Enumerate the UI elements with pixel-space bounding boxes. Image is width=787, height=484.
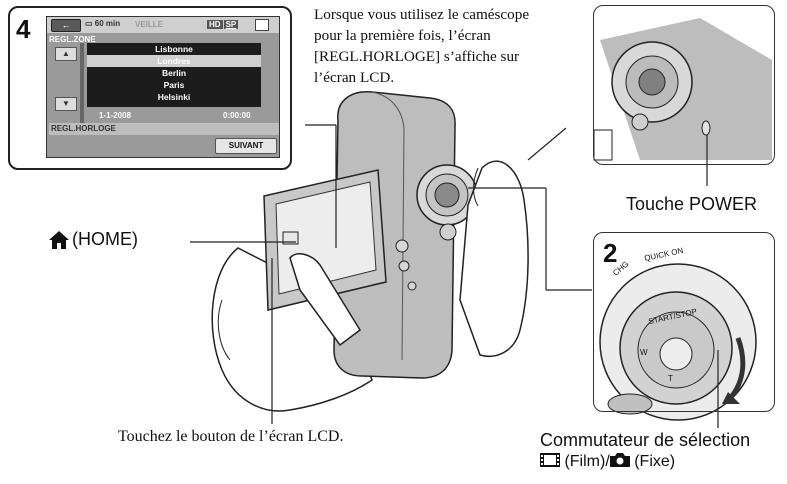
battery-minutes: 60 min	[94, 19, 121, 28]
city-item[interactable]: Paris	[163, 80, 185, 90]
city-item[interactable]: Berlin	[161, 68, 187, 78]
home-label: (HOME)	[72, 229, 138, 249]
hd-badge: HD	[207, 20, 223, 29]
power-button-label: Touche POWER	[626, 194, 758, 214]
mode-text: VEILLE	[135, 20, 164, 29]
battery-indicator: ▭ 60 min	[85, 19, 121, 28]
city-item-selected[interactable]: Londres	[87, 55, 261, 67]
back-icon[interactable]: ←	[51, 19, 81, 32]
zoom-t-label: T	[668, 374, 673, 383]
zone-label: REGL.ZONE	[49, 35, 96, 44]
city-item[interactable]: Lisbonne	[155, 44, 193, 54]
sp-badge: SP	[223, 20, 239, 29]
city-item[interactable]: Helsinki	[157, 92, 191, 102]
intro-text: Lorsque vous utilisez le caméscope pour …	[314, 6, 530, 86]
zoom-w-label: W	[640, 348, 648, 357]
scroll-down-button[interactable]: ▼	[55, 97, 77, 111]
scroll-up-button[interactable]: ▲	[55, 47, 77, 61]
scrollbar[interactable]	[80, 43, 84, 123]
film-icon	[540, 453, 560, 467]
switch-caption: Commutateur de sélection	[540, 430, 751, 450]
step-number-4: 4	[16, 14, 31, 44]
camera-icon	[609, 453, 630, 467]
time-value: 0:00:00	[223, 111, 251, 120]
home-icon	[48, 229, 70, 251]
date-value: 1-1-2008	[99, 111, 132, 120]
touch-caption: Touchez le bouton de l’écran LCD.	[118, 428, 344, 445]
step-number-2: 2	[603, 238, 618, 268]
clock-label: REGL.HORLOGE	[49, 123, 279, 135]
next-button[interactable]: SUIVANT	[215, 138, 277, 154]
photo-label: (Fixe)	[634, 453, 676, 470]
switch-subcaption: (Film)/ (Fixe)	[540, 453, 675, 471]
mode-dial-inset	[593, 232, 775, 412]
power-button-inset	[593, 5, 775, 165]
film-label: (Film)/	[564, 453, 610, 470]
zone-list: Lisbonne Londres Berlin Paris Helsinki	[87, 43, 261, 107]
memory-icon	[255, 19, 269, 31]
